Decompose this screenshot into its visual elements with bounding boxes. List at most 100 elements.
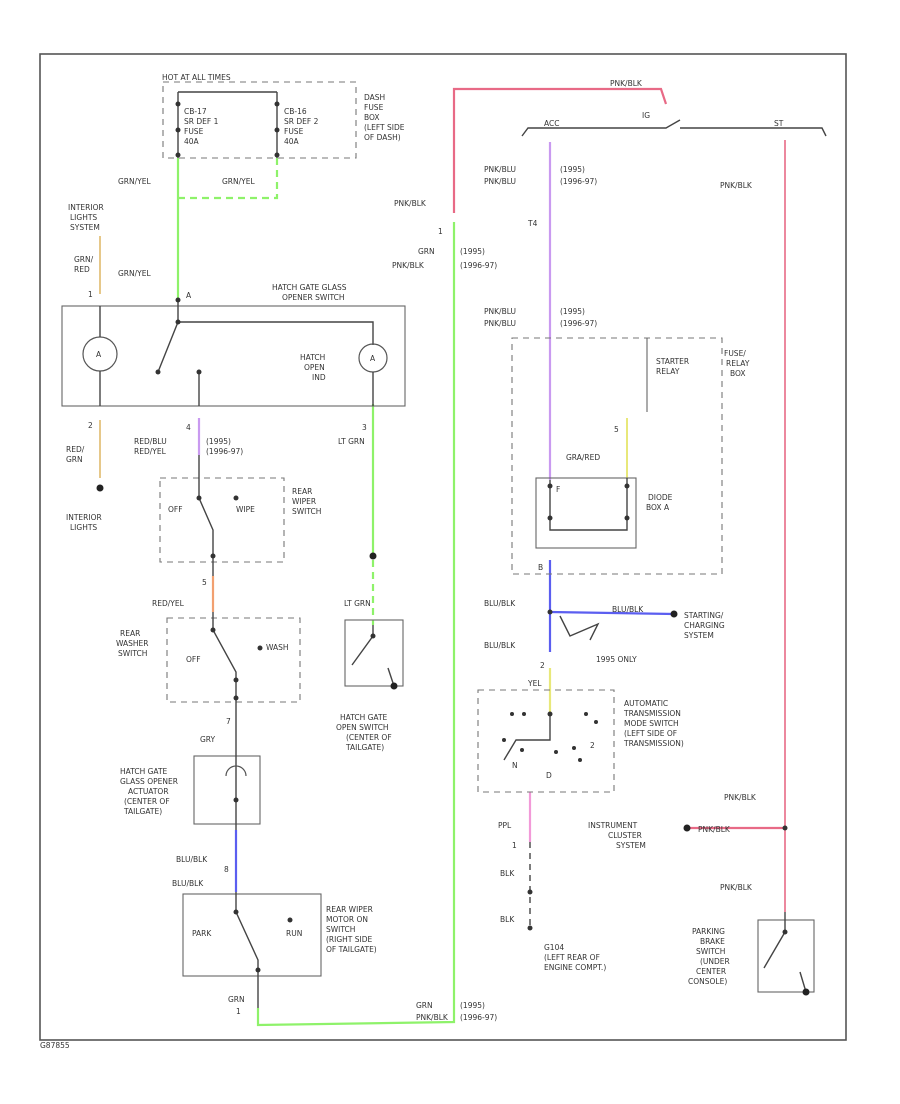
svg-text:RED/YEL: RED/YEL <box>152 599 185 608</box>
svg-text:STARTER: STARTER <box>656 357 689 366</box>
hatch-open-switch-box <box>344 619 404 687</box>
wire-grn-return <box>256 222 456 1027</box>
svg-text:OPENER SWITCH: OPENER SWITCH <box>282 293 345 302</box>
svg-text:ACC: ACC <box>544 119 559 128</box>
svg-text:1: 1 <box>438 227 443 236</box>
svg-text:A: A <box>96 350 102 359</box>
svg-text:BLU/BLK: BLU/BLK <box>612 605 644 614</box>
svg-text:3: 3 <box>362 423 367 432</box>
svg-text:RELAY: RELAY <box>656 367 680 376</box>
svg-text:STARTING/: STARTING/ <box>684 611 724 620</box>
svg-text:WASHER: WASHER <box>116 639 149 648</box>
svg-text:SWITCH: SWITCH <box>696 947 725 956</box>
svg-text:GLASS OPENER: GLASS OPENER <box>120 777 178 786</box>
svg-text:GRN/YEL: GRN/YEL <box>118 269 151 278</box>
svg-text:(CENTER OF: (CENTER OF <box>124 797 170 806</box>
svg-text:PNK/BLK: PNK/BLK <box>392 261 425 270</box>
svg-text:2: 2 <box>590 741 595 750</box>
svg-text:5: 5 <box>202 578 207 587</box>
diode-path <box>549 478 628 531</box>
svg-text:FUSE/: FUSE/ <box>724 349 746 358</box>
svg-text:HATCH GATE: HATCH GATE <box>340 713 388 722</box>
svg-text:TRANSMISSION: TRANSMISSION <box>623 709 681 718</box>
svg-text:PNK/BLK: PNK/BLK <box>720 181 753 190</box>
svg-text:BRAKE: BRAKE <box>700 937 725 946</box>
svg-text:PNK/BLU: PNK/BLU <box>484 319 516 328</box>
svg-text:CB-16: CB-16 <box>284 107 307 116</box>
svg-text:GRN: GRN <box>418 247 435 256</box>
diode-box-a <box>535 477 637 549</box>
svg-text:SYSTEM: SYSTEM <box>684 631 714 640</box>
wire-pnk-blk-top <box>452 87 668 213</box>
colored-wires <box>99 87 786 1027</box>
svg-text:1995 ONLY: 1995 ONLY <box>596 655 637 664</box>
svg-text:IG: IG <box>642 111 650 120</box>
svg-text:2: 2 <box>540 661 545 670</box>
svg-text:GRN/: GRN/ <box>74 255 94 264</box>
svg-text:RED: RED <box>74 265 90 274</box>
svg-text:(1995): (1995) <box>460 1001 485 1010</box>
svg-text:8: 8 <box>224 865 229 874</box>
svg-text:1: 1 <box>88 290 93 299</box>
svg-text:DIODE: DIODE <box>648 493 673 502</box>
svg-text:FUSE: FUSE <box>184 127 204 136</box>
1995-only-pointer <box>559 615 600 641</box>
svg-text:(LEFT REAR OF: (LEFT REAR OF <box>544 953 600 962</box>
svg-text:(1995): (1995) <box>206 437 231 446</box>
svg-text:PNK/BLK: PNK/BLK <box>416 1013 449 1022</box>
svg-text:LIGHTS: LIGHTS <box>70 523 97 532</box>
svg-text:WIPE: WIPE <box>236 505 255 514</box>
svg-text:SYSTEM: SYSTEM <box>70 223 100 232</box>
svg-text:LIGHTS: LIGHTS <box>70 213 97 222</box>
svg-text:(1995): (1995) <box>460 247 485 256</box>
svg-text:RED/: RED/ <box>66 445 85 454</box>
svg-text:YEL: YEL <box>527 679 542 688</box>
ignition-bus-right <box>750 127 827 137</box>
svg-text:PPL: PPL <box>498 821 512 830</box>
svg-text:PNK/BLK: PNK/BLK <box>394 199 427 208</box>
svg-text:GRN: GRN <box>228 995 245 1004</box>
svg-text:PNK/BLK: PNK/BLK <box>698 825 731 834</box>
svg-text:MODE SWITCH: MODE SWITCH <box>624 719 679 728</box>
svg-text:A: A <box>186 291 192 300</box>
wiper-switch-line <box>198 455 214 576</box>
svg-text:REAR: REAR <box>292 487 312 496</box>
svg-text:PARK: PARK <box>192 929 212 938</box>
svg-text:SR DEF 1: SR DEF 1 <box>184 117 219 126</box>
actuator-coil-icon <box>225 765 247 777</box>
svg-text:SWITCH: SWITCH <box>118 649 147 658</box>
svg-text:TAILGATE): TAILGATE) <box>345 743 384 752</box>
svg-text:IND: IND <box>312 373 326 382</box>
svg-text:CONSOLE): CONSOLE) <box>688 977 727 986</box>
svg-text:B: B <box>538 563 543 572</box>
svg-text:BLU/BLK: BLU/BLK <box>484 599 516 608</box>
svg-text:4: 4 <box>186 423 191 432</box>
wiper-motor-switch <box>235 892 259 1008</box>
wire-blu-blk-starting <box>549 610 675 616</box>
svg-text:DASH: DASH <box>364 93 385 102</box>
svg-text:REAR WIPER: REAR WIPER <box>326 905 373 914</box>
svg-text:PARKING: PARKING <box>692 927 725 936</box>
svg-text:(LEFT SIDE: (LEFT SIDE <box>364 123 405 132</box>
svg-text:PNK/BLK: PNK/BLK <box>724 793 757 802</box>
svg-text:HATCH GATE: HATCH GATE <box>120 767 168 776</box>
svg-text:RED/BLU: RED/BLU <box>134 437 167 446</box>
svg-text:A: A <box>370 354 376 363</box>
svg-text:SYSTEM: SYSTEM <box>616 841 646 850</box>
svg-text:2: 2 <box>88 421 93 430</box>
connector-dots <box>96 101 810 996</box>
svg-text:5: 5 <box>614 425 619 434</box>
svg-text:D: D <box>546 771 552 780</box>
svg-text:OPEN SWITCH: OPEN SWITCH <box>336 723 389 732</box>
svg-text:(1995): (1995) <box>560 165 585 174</box>
svg-text:T4: T4 <box>527 219 538 228</box>
svg-text:(LEFT SIDE OF: (LEFT SIDE OF <box>624 729 677 738</box>
svg-text:(CENTER OF: (CENTER OF <box>346 733 392 742</box>
svg-text:SR DEF 2: SR DEF 2 <box>284 117 319 126</box>
svg-text:(1995): (1995) <box>560 307 585 316</box>
svg-text:TAILGATE): TAILGATE) <box>123 807 162 816</box>
svg-text:RED/YEL: RED/YEL <box>134 447 167 456</box>
glass-actuator-box <box>193 755 261 825</box>
